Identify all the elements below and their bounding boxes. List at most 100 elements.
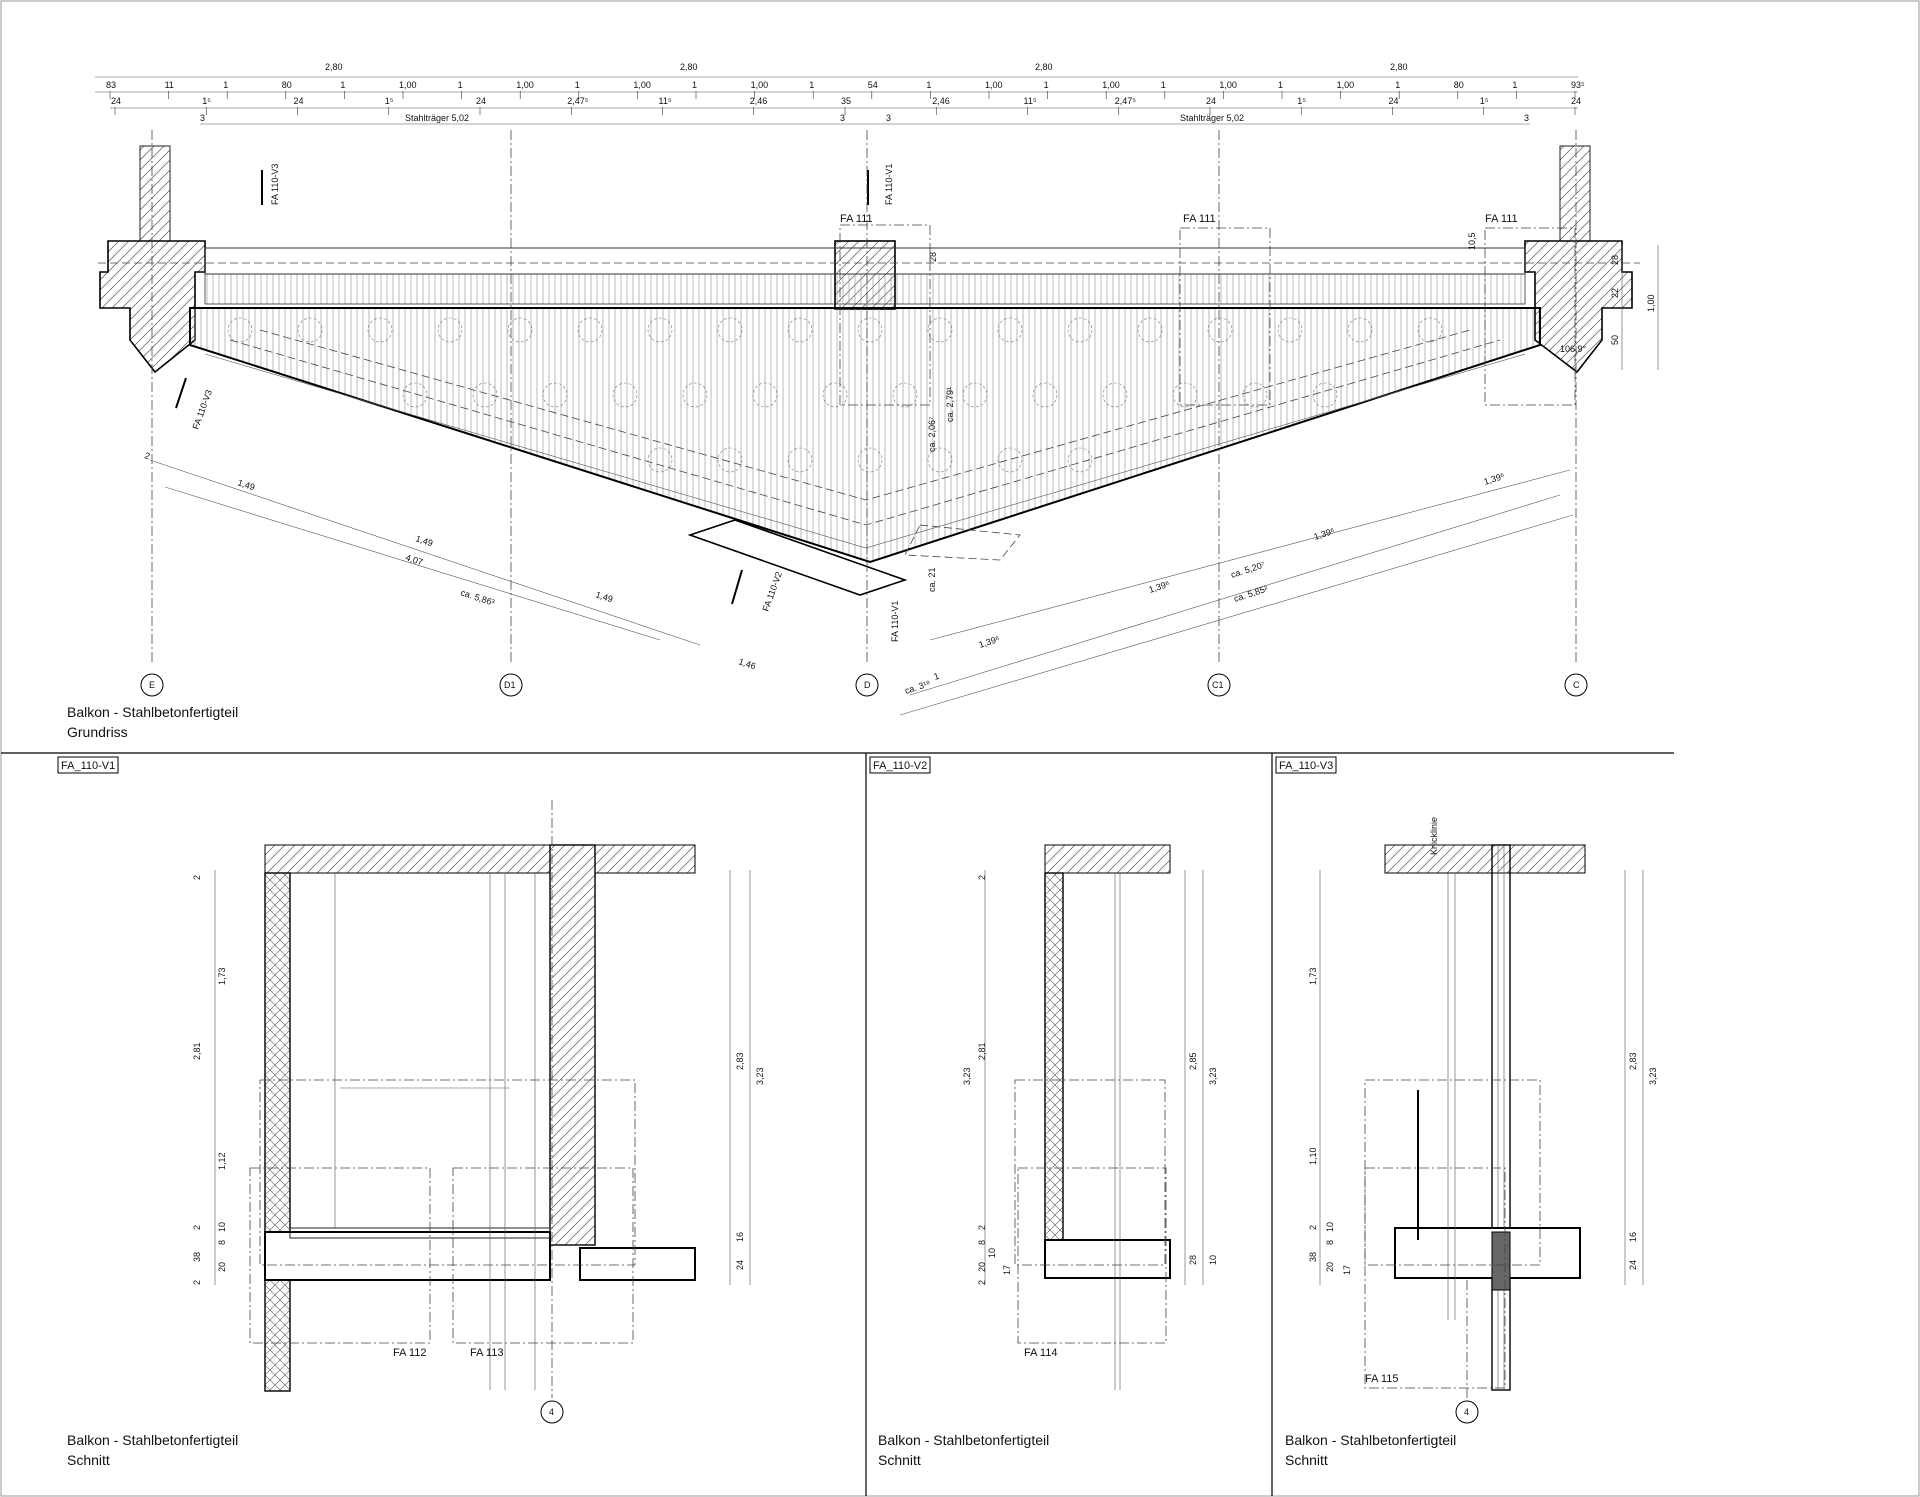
row3-label: 11⁵: [659, 96, 672, 106]
dim-top-2: 2,80: [680, 62, 698, 72]
v2-dim-8: 8: [977, 1240, 987, 1245]
v1-dim-8: 8: [217, 1240, 227, 1245]
v1-dim-323: 3,23: [755, 1067, 765, 1085]
slab-anchor-circle: [787, 317, 813, 343]
v2-dim-10: 10: [987, 1248, 997, 1258]
row2-label: 1: [458, 80, 463, 90]
v2-dim-323: 3,23: [962, 1067, 972, 1085]
v3-dim-110: 1,10: [1308, 1147, 1318, 1165]
diag-left-5: ca. 5,86³: [459, 587, 495, 607]
diag-right-1: 1,39⁶: [1483, 471, 1507, 487]
section-mark-v2: FA 110-V2: [760, 570, 784, 612]
balcony-slab: [189, 307, 1541, 564]
dim-top-3: 2,80: [1035, 62, 1053, 72]
v2-dim-17: 17: [1002, 1265, 1012, 1275]
dim-top-4: 2,80: [1390, 62, 1408, 72]
v1-dim-20: 20: [217, 1262, 227, 1272]
slab-anchor-circle: [1347, 317, 1373, 343]
row2-label: 1: [575, 80, 580, 90]
v2-dim-2b: 2: [977, 1225, 987, 1230]
right-dim-28: 28: [1610, 255, 1620, 265]
axis-c: C: [1573, 680, 1580, 690]
v2-ref-fa114: FA 114: [1024, 1347, 1057, 1359]
slab-anchor-circle: [927, 317, 953, 343]
v1-subtitle: Schnitt: [67, 1452, 110, 1468]
row3-label: 24: [476, 96, 486, 106]
row3-label: 24: [111, 96, 121, 106]
small-dim-28: 28: [928, 252, 938, 262]
row3-label: 2,47⁵: [567, 96, 589, 106]
v3-subtitle: Schnitt: [1285, 1452, 1328, 1468]
diag-left-7: 2: [143, 450, 151, 461]
v3-ref-fa115: FA 115: [1365, 1373, 1398, 1385]
row2-label: 1,00: [399, 80, 417, 90]
slab-anchor-circle: [1172, 382, 1198, 408]
slab-anchor-circle: [927, 447, 953, 473]
axis-d: D: [864, 680, 871, 690]
row3-label: 2,47⁵: [1115, 96, 1137, 106]
v1-ref-fa112: FA 112: [393, 1347, 426, 1359]
plan-title: Balkon - Stahlbetonfertigteil: [67, 704, 238, 720]
v3-dim-20: 20: [1325, 1262, 1335, 1272]
v1-dim-283: 2,83: [735, 1052, 745, 1070]
slab-anchor-circle: [787, 447, 813, 473]
v1-dim-173: 1,73: [217, 967, 227, 985]
v2-dim-2c: 2: [977, 1280, 987, 1285]
slab-anchor-circle: [752, 382, 778, 408]
diag-right-6: ca. 5,85²: [1233, 584, 1269, 604]
slab-anchor-circle: [1137, 317, 1163, 343]
row2-label: 1,00: [516, 80, 534, 90]
row3-label: 24: [1389, 96, 1399, 106]
diag-left-2: 1,49: [414, 533, 434, 548]
diag-right-8: 1: [933, 671, 941, 682]
slab-anchor-circle: [612, 382, 638, 408]
row2-label: 1: [1512, 80, 1517, 90]
row3-label: 24: [1206, 96, 1216, 106]
slab-anchor-circle: [682, 382, 708, 408]
row3-label: 24: [1571, 96, 1581, 106]
v1-axis-4: 4: [549, 1407, 554, 1417]
axis-d1: D1: [504, 680, 516, 690]
v1-dim-38: 38: [192, 1252, 202, 1262]
plan-subtitle: Grundriss: [67, 724, 128, 740]
v1-dim-16: 16: [735, 1232, 745, 1242]
v1-title: Balkon - Stahlbetonfertigteil: [67, 1432, 238, 1448]
v1-dim-24: 24: [735, 1260, 745, 1270]
small-dim-105: 10,5: [1467, 232, 1477, 250]
section-v2-tag: FA_110-V2: [873, 760, 927, 772]
v3-dim-323: 3,23: [1648, 1067, 1658, 1085]
row3-label: 1⁵: [202, 96, 211, 106]
slab-anchor-circle: [647, 317, 673, 343]
row2-label: 1: [926, 80, 931, 90]
slab-anchor-circle: [647, 447, 673, 473]
row2-label: 11: [165, 80, 174, 90]
slab-anchor-circle: [1067, 317, 1093, 343]
section-mark-v1-top: FA 110-V1: [884, 164, 894, 205]
right-dim-50: 50: [1610, 335, 1620, 345]
v3-dim-8: 8: [1325, 1240, 1335, 1245]
ref-tag-fa111-2: FA 111: [1183, 213, 1216, 225]
slab-anchor-circle: [472, 382, 498, 408]
diag-right-7: ca. 3¹⁸: [904, 678, 932, 696]
slab-anchor-circle: [1277, 317, 1303, 343]
ref-tag-fa111-3: FA 111: [1485, 213, 1518, 225]
v3-dim-38: 38: [1308, 1252, 1318, 1262]
angle-label: 106,9°: [1560, 344, 1587, 354]
v1-dim-10: 10: [217, 1222, 227, 1232]
steel-beam-end-2: 3: [840, 113, 845, 123]
row2-label: 1: [809, 80, 814, 90]
v2-subtitle: Schnitt: [878, 1452, 921, 1468]
drain-plate: [687, 519, 908, 596]
v3-axis-4: 4: [1464, 1407, 1469, 1417]
slab-anchor-circle: [507, 317, 533, 343]
row2-label: 80: [282, 80, 292, 90]
slab-anchor-circle: [822, 382, 848, 408]
section-v2: FA_110-V2 2 3,23 2,81 2 8 10 17 20 2 2,8…: [869, 756, 1218, 1468]
vdim-1: ca. 2,06⁷: [927, 417, 937, 452]
row2-label: 1,00: [751, 80, 769, 90]
section-v3: FA_110-V3 Knicklinie 1,73 1,10 2 38 8 10…: [1275, 756, 1658, 1468]
steel-beam-end-1: 3: [200, 113, 205, 123]
